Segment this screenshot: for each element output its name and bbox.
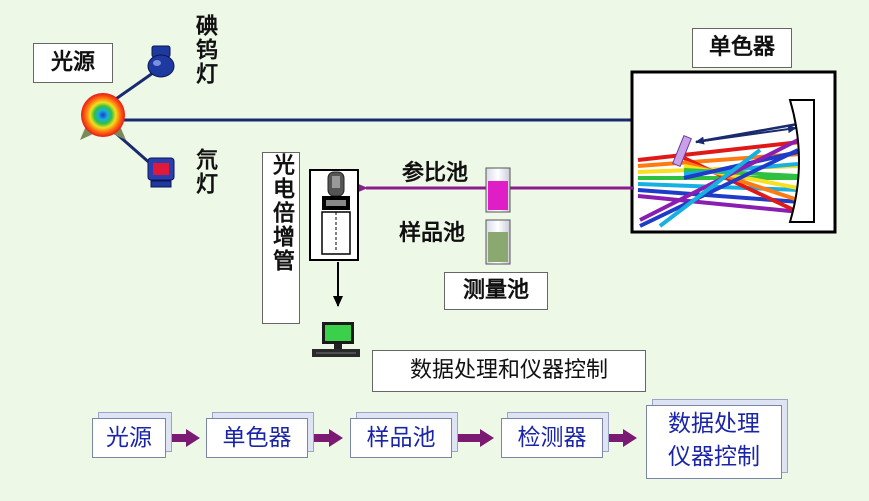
tungsten-lamp-icon bbox=[147, 45, 175, 78]
deuterium-lamp-label: 氘灯 bbox=[192, 148, 217, 196]
monochromator-label: 单色器 bbox=[692, 28, 792, 68]
dispersion-rays bbox=[637, 138, 801, 228]
computer-icon bbox=[312, 322, 360, 357]
flow-label-monochromator: 单色器 bbox=[222, 425, 292, 451]
flow-box-sample-cell: 样品池 bbox=[350, 418, 452, 458]
sample-cell-cuvette bbox=[485, 219, 511, 265]
flow-box-data-processing: 数据处理 仪器控制 bbox=[646, 405, 782, 479]
reference-cell-label: 参比池 bbox=[402, 161, 469, 186]
flow-box-detector: 检测器 bbox=[501, 418, 603, 458]
flow-box-monochromator: 单色器 bbox=[206, 418, 308, 458]
data-processing-label: 数据处理和仪器控制 bbox=[372, 350, 646, 392]
flow-label-light-source: 光源 bbox=[106, 425, 152, 451]
reference-cell-cuvette bbox=[485, 167, 511, 213]
pmt-label: 光电倍增管 bbox=[262, 152, 300, 324]
light-source-icon bbox=[80, 93, 126, 140]
flow-box-light-source: 光源 bbox=[92, 418, 166, 458]
flow-label-data-processing-line2: 仪器控制 bbox=[668, 444, 760, 470]
deuterium-lamp-icon bbox=[147, 157, 175, 188]
pmt-icon bbox=[321, 171, 351, 255]
return-beam bbox=[695, 125, 797, 143]
flow-arrows bbox=[166, 429, 637, 447]
tungsten-lamp-label: 碘钨灯 bbox=[192, 14, 217, 86]
flow-label-detector: 检测器 bbox=[517, 425, 587, 451]
sample-cell-label: 样品池 bbox=[399, 221, 466, 246]
flow-label-data-processing-line1: 数据处理 bbox=[668, 411, 760, 437]
flow-label-sample-cell: 样品池 bbox=[366, 425, 436, 451]
light-source-label: 光源 bbox=[33, 43, 113, 83]
grating-icon bbox=[672, 134, 692, 168]
concave-mirror-icon bbox=[788, 99, 815, 223]
measurement-cell-label: 测量池 bbox=[444, 272, 548, 310]
